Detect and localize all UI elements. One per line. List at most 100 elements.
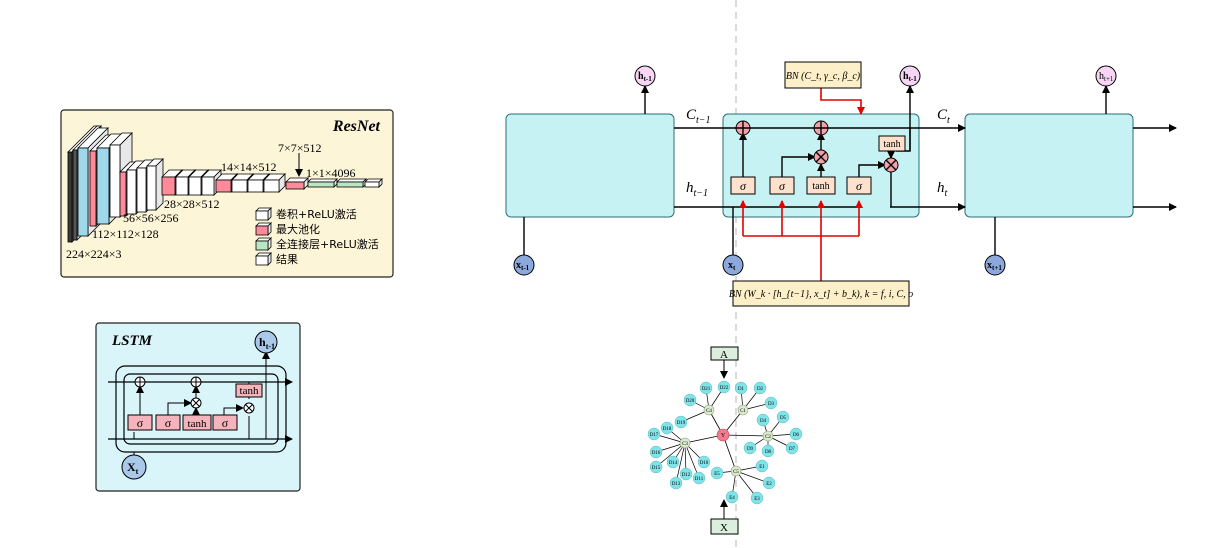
legend-box-conv [255,207,272,221]
lstm-connector [781,153,816,177]
graph-leaf-label: E4 [729,496,735,501]
lstm-small-connector [167,399,192,415]
graph-top-label: A [720,349,728,361]
legend-label-fc: 全连接层+ReLU激活 [276,237,379,251]
graph-leaf-label: D5 [780,416,787,421]
lstm-small-inner-cell [123,373,279,445]
lstm-small-gate-label: σ [137,416,144,430]
resnet-dim-label: 56×56×256 [123,211,179,225]
x-node-next [984,254,1006,276]
graph-leaf-node [679,467,693,481]
lstm-small-mul-op [243,402,255,414]
legend-label-pool: 最大池化 [276,222,320,236]
lstm-small-title: LSTM [111,333,153,349]
graph-leaf-node [725,490,739,504]
legend-label-conv: 卷积+ReLU激活 [276,207,357,221]
graph-leaf-label: E3 [754,497,760,502]
lstm-small-mul-op [190,397,202,409]
graph-hub-node [730,465,742,477]
graph-leaf-label: D22 [720,386,729,391]
graph-hub-label: C5 [733,470,739,475]
lstm-small-x-label: Xt [127,460,139,476]
graph-center-node [716,428,730,442]
graph-leaf-node [785,441,799,455]
graph-leaf-label: D3 [768,402,775,407]
graph-leaf-node [692,471,706,485]
graph-leaf-node [743,441,757,455]
graph-bottom-label: X [720,522,728,534]
lstm-small-add-op [190,376,202,388]
graph-leaf-node [699,381,713,395]
resnet-legend: 卷积+ReLU激活 最大池化 全连接层+ReLU激活 结果 [255,207,379,266]
graph-leaf-node [669,476,683,490]
lstm-cell-next [964,113,1134,218]
resnet-conv-layer [146,158,164,211]
h-node-prev [634,65,656,87]
lstm-small-gate [127,414,153,431]
graph-leaf-label: E2 [766,482,772,487]
graph-leaf-label: D1 [738,387,745,392]
h-node-label: ht+1 [1099,71,1114,83]
resnet-conv-layer [263,173,286,193]
lstm-out-tanh [878,135,906,152]
graph-leaf-node [734,381,748,395]
lstm-mul-op [883,157,899,173]
resnet-dim-label: 224×224×3 [66,247,122,261]
graph-leaf-node [683,393,697,407]
h-node-next [1095,65,1117,87]
graph-edge [675,442,686,484]
graph-edge [722,434,737,472]
lstm-gate-candidate [806,176,836,195]
graph-leaf-node [717,380,731,394]
graph-leaf-node [761,444,775,458]
lstm-small-h-label: ht-1 [259,335,275,351]
resnet-dim-label: 1×1×4096 [306,166,356,180]
resnet-dim-label: 14×14×512 [221,160,277,174]
graph-leaf-label: D13 [672,482,681,487]
legend-label-result: 结果 [276,253,298,266]
graph-leaf-node [753,381,767,395]
graph-leaf-label: E5 [714,472,720,477]
graph-leaf-label: D2 [757,387,764,392]
resnet-fc-layer [307,178,338,188]
lstm-small-gate-label: σ [165,416,172,430]
lstm-small-gate-label: σ [222,416,229,430]
lstm-connector [858,161,886,177]
graph-leaf-node [764,396,778,410]
graph-hub-label: C3 [682,442,688,447]
bn-top-box [784,61,862,89]
lstm-gate-input [769,176,795,195]
resnet-dim-label: 112×112×128 [92,227,159,241]
graph-leaf-label: D18 [663,427,672,432]
graph-leaf-node [762,476,776,490]
lstm-small-panel: LSTM [95,322,301,492]
resnet-pool-layer [285,177,309,190]
h-node-current [899,65,921,87]
x-node-label: xt [728,260,736,272]
lstm-cell-prev [505,113,675,218]
lstm-add-op [813,120,829,136]
graph-edge [655,442,686,468]
x-node-prev [513,254,535,276]
c-out-label: Ct [937,107,950,126]
resnet-output-layer [364,178,383,188]
graph-leaf-label: D15 [652,466,661,471]
graph-leaf-node [649,460,663,474]
graph-leaf-node [789,427,803,441]
lstm-small-outer-track [115,365,287,453]
lstm-add-op [735,120,751,136]
graph-hub-label: C1 [740,409,746,414]
graph-leaf-node [756,413,770,427]
lstm-out-tanh-label: tanh [883,139,900,150]
x-node-current [722,254,744,276]
graph-leaf-node [647,427,661,441]
x-node-label: xt-1 [516,260,530,272]
lstm-small-gate [182,414,212,431]
lstm-small-gate [212,414,238,431]
lstm-small-gate [155,414,181,431]
graph-leaf-label: D9 [747,447,754,452]
graph-hub-node [679,437,691,449]
c-in-label: Ct−1 [686,107,711,126]
